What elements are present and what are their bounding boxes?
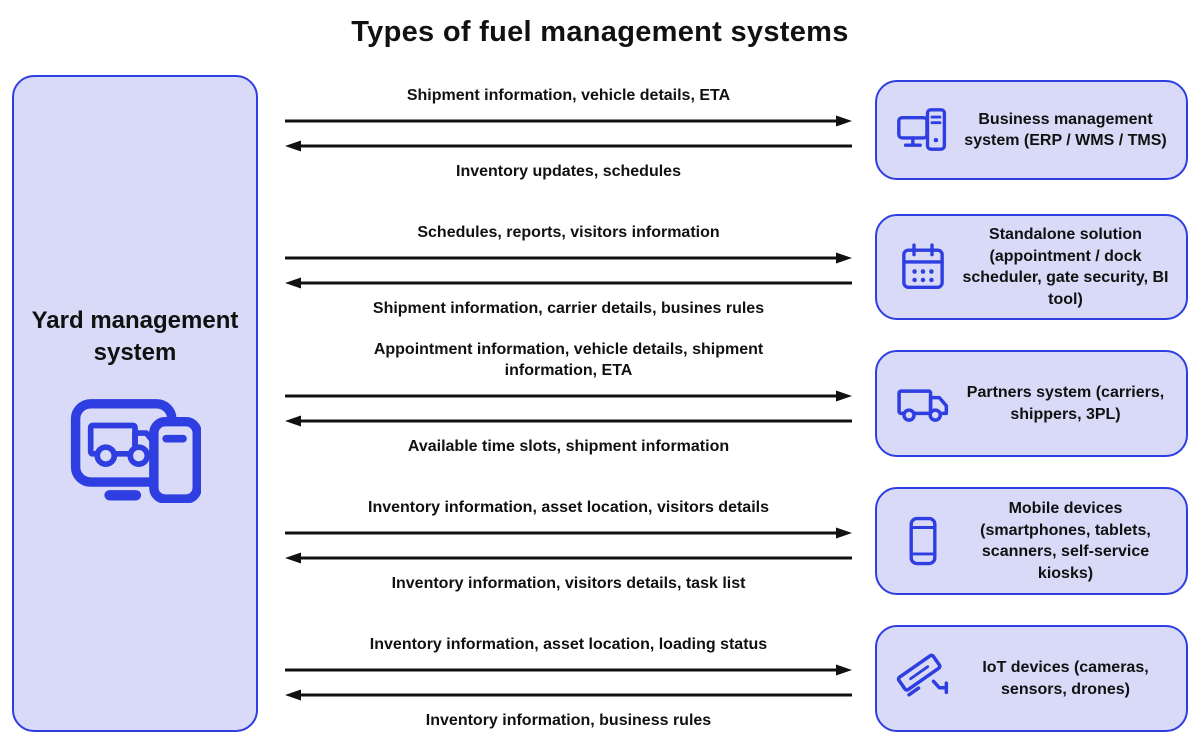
flow-label-to-target: Appointment information, vehicle details…: [373, 341, 764, 379]
monitor-truck-phone-icon: [69, 397, 201, 503]
mobile-devices-label: Mobile devices (smartphones, tablets, sc…: [980, 500, 1151, 582]
yard-management-system-node: Yard management system: [12, 75, 258, 732]
standalone-solution-node: Standalone solution (appointment / dock …: [875, 214, 1188, 320]
calendar-icon: [893, 240, 953, 294]
arrow-left: [285, 140, 852, 152]
arrow-left: [285, 552, 852, 564]
arrow-left: [285, 415, 852, 427]
flow-iot-devices: Inventory information, asset location, l…: [285, 634, 852, 731]
flow-label-to-target: Shipment information, vehicle details, E…: [406, 87, 731, 104]
flow-business-management: Shipment information, vehicle details, E…: [285, 85, 852, 182]
arrow-right: [285, 115, 852, 127]
arrow-right: [285, 252, 852, 264]
partners-system-label: Partners system (carriers, shippers, 3PL…: [966, 384, 1165, 423]
iot-devices-node: IoT devices (cameras, sensors, drones): [875, 625, 1188, 732]
business-management-system-node: Business management system (ERP / WMS / …: [875, 80, 1188, 180]
page-title: Types of fuel management systems: [351, 16, 849, 48]
arrow-left: [285, 689, 852, 701]
flow-label-from-target: Inventory updates, schedules: [456, 163, 681, 180]
flow-label-to-target: Inventory information, asset location, l…: [369, 636, 768, 653]
flow-label-to-target: Inventory information, asset location, v…: [368, 499, 769, 516]
smartphone-icon: [893, 514, 953, 568]
partners-system-node: Partners system (carriers, shippers, 3PL…: [875, 350, 1188, 457]
flow-label-from-target: Inventory information, business rules: [425, 712, 712, 729]
desktop-computer-icon: [893, 103, 953, 157]
flow-mobile-devices: Inventory information, asset location, v…: [285, 497, 852, 594]
standalone-solution-label: Standalone solution (appointment / dock …: [962, 226, 1169, 308]
flow-label-to-target: Schedules, reports, visitors information: [417, 224, 720, 241]
arrow-right: [285, 664, 852, 676]
business-management-system-label: Business management system (ERP / WMS / …: [964, 110, 1167, 150]
truck-icon: [893, 376, 953, 432]
flow-label-from-target: Inventory information, visitors details,…: [391, 575, 746, 592]
flow-label-from-target: Available time slots, shipment informati…: [407, 438, 730, 455]
flow-partners-system: Appointment information, vehicle details…: [285, 339, 852, 457]
flow-standalone-solution: Schedules, reports, visitors information…: [285, 222, 852, 319]
iot-devices-label: IoT devices (cameras, sensors, drones): [982, 659, 1149, 698]
arrow-right: [285, 527, 852, 539]
arrow-right: [285, 390, 852, 402]
yard-management-system-label: Yard management system: [31, 306, 239, 366]
arrow-left: [285, 277, 852, 289]
mobile-devices-node: Mobile devices (smartphones, tablets, sc…: [875, 487, 1188, 595]
cctv-camera-icon: [893, 651, 953, 707]
flow-label-from-target: Shipment information, carrier details, b…: [372, 300, 765, 317]
